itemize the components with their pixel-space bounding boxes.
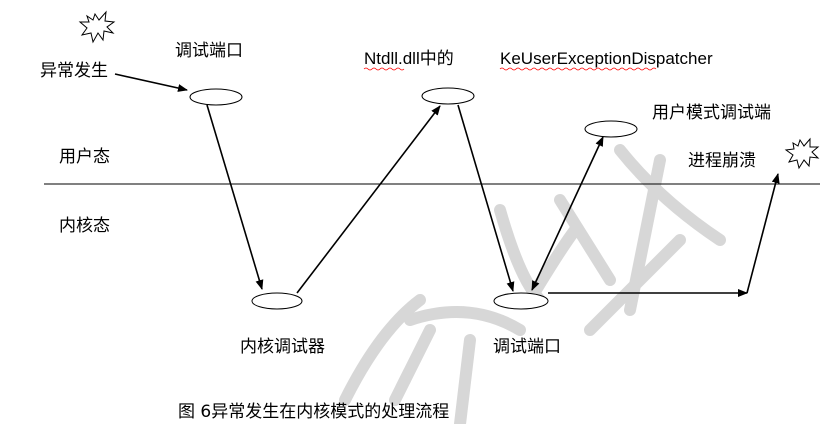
label-user-mode-debug-port: 用户模式调试端 (652, 103, 771, 123)
arrow-kernel-debugger-to-dispatcher (296, 105, 441, 294)
kernel-debugger-node (251, 292, 303, 310)
label-debug-port-top: 调试端口 (175, 41, 243, 61)
label-user-mode: 用户态 (59, 147, 110, 167)
label-dispatcher: KeUserExceptionDispatcher (500, 49, 713, 68)
label-kernel-mode: 内核态 (59, 216, 110, 236)
arrow-dispatcher-to-port (457, 104, 515, 292)
watermark (339, 144, 726, 424)
label-kernel-debugger: 内核调试器 (240, 337, 325, 357)
dispatcher-node (421, 87, 475, 105)
arrow-port-to-kernel-debugger (206, 104, 264, 290)
arrow-exception-to-port (114, 73, 188, 92)
spellcheck-underline (363, 67, 405, 71)
label-exception-occurs: 异常发生 (40, 61, 108, 81)
debug-port-kernel-node (493, 292, 549, 310)
user-mode-debug-port-node (584, 120, 638, 138)
debug-port-user-node (189, 88, 243, 106)
label-ntdll: Ntdll.dll中的 (364, 49, 454, 68)
label-debug-port-bottom: 调试端口 (493, 337, 561, 357)
arrow-to-process-crash (746, 173, 780, 294)
crash-burst-icon (784, 137, 820, 170)
exception-burst-icon (78, 10, 116, 44)
label-process-crash: 进程崩溃 (688, 151, 756, 171)
figure-caption: 图 6异常发生在内核模式的处理流程 (178, 402, 449, 422)
arrow-port-user-debugger (531, 136, 604, 291)
spellcheck-underline (499, 67, 657, 71)
